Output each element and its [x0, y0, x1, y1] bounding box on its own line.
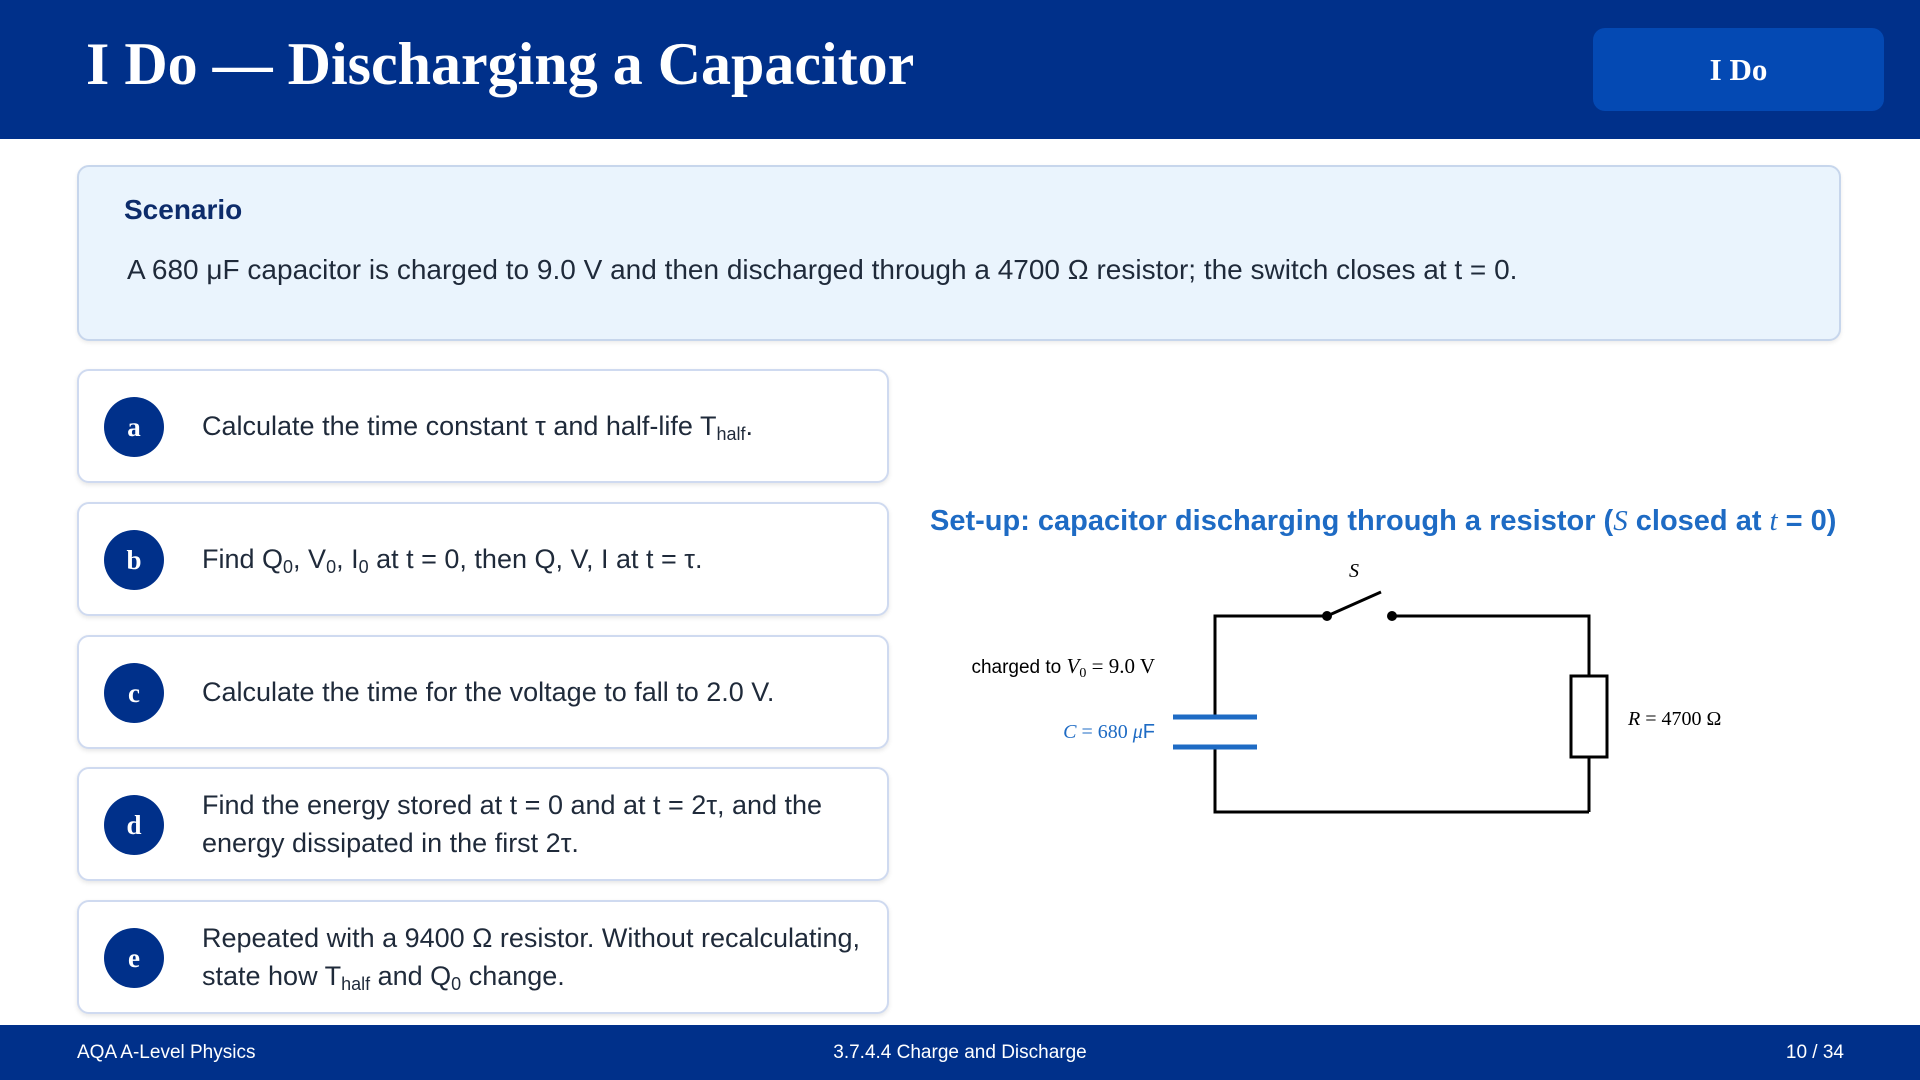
- scenario-text: A 680 μF capacitor is charged to 9.0 V a…: [127, 254, 1518, 285]
- question-text-b: Find Q0, V0, I0 at t = 0, then Q, V, I a…: [202, 544, 703, 577]
- footer-topic: 3.7.4.4 Charge and Discharge: [833, 1042, 1087, 1063]
- question-letter-a: a: [104, 397, 164, 457]
- question-text-a: Calculate the time constant τ and half-l…: [202, 411, 753, 444]
- capacitor-label: C = 680 μF: [1063, 721, 1155, 743]
- switch-lever: [1326, 590, 1382, 618]
- question-letter-b: b: [104, 530, 164, 590]
- question-card-a: a Calculate the time constant τ and half…: [77, 369, 889, 483]
- switch-terminal-right: [1387, 611, 1397, 621]
- question-text-c: Calculate the time for the voltage to fa…: [202, 677, 775, 707]
- wire-top-right: [1392, 614, 1591, 676]
- footer-page-number: 10 / 34: [1785, 1042, 1844, 1063]
- slide-title: I Do — Discharging a Capacitor: [86, 31, 915, 97]
- question-card-d: d Find the energy stored at t = 0 and at…: [77, 767, 889, 881]
- circuit-diagram: S charged to V0 = 9.0 V C = 680 μF R = 4…: [971, 560, 1721, 814]
- resistor-symbol: [1569, 674, 1609, 759]
- diagram-title: Set-up: capacitor discharging through a …: [930, 505, 1837, 537]
- scenario-box: Scenario A 680 μF capacitor is charged t…: [77, 165, 1841, 341]
- question-card-e: e Repeated with a 9400 Ω resistor. Witho…: [77, 900, 889, 1014]
- resistor-label: R = 4700 Ω: [1627, 708, 1721, 730]
- question-letter-e: e: [104, 928, 164, 988]
- i-do-badge: I Do: [1593, 28, 1884, 111]
- question-letter-c: c: [104, 663, 164, 723]
- scenario-heading: Scenario: [124, 194, 243, 225]
- footer-course: AQA A-Level Physics: [77, 1042, 256, 1063]
- question-text-d: Find the energy stored at t = 0 and at t…: [202, 790, 823, 858]
- slide-header: I Do — Discharging a Capacitor I Do: [0, 0, 1920, 139]
- switch-label: S: [1349, 560, 1359, 582]
- wire-top-left: [1213, 614, 1327, 717]
- question-card-b: b Find Q0, V0, I0 at t = 0, then Q, V, I…: [77, 502, 889, 616]
- charged-label: charged to V0 = 9.0 V: [971, 654, 1155, 681]
- question-card-c: c Calculate the time for the voltage to …: [77, 635, 889, 749]
- question-letter-d: d: [104, 795, 164, 855]
- question-text-e: Repeated with a 9400 Ω resistor. Without…: [202, 923, 861, 994]
- wire-bottom: [1213, 747, 1589, 814]
- slide-footer: AQA A-Level Physics 3.7.4.4 Charge and D…: [0, 1025, 1920, 1080]
